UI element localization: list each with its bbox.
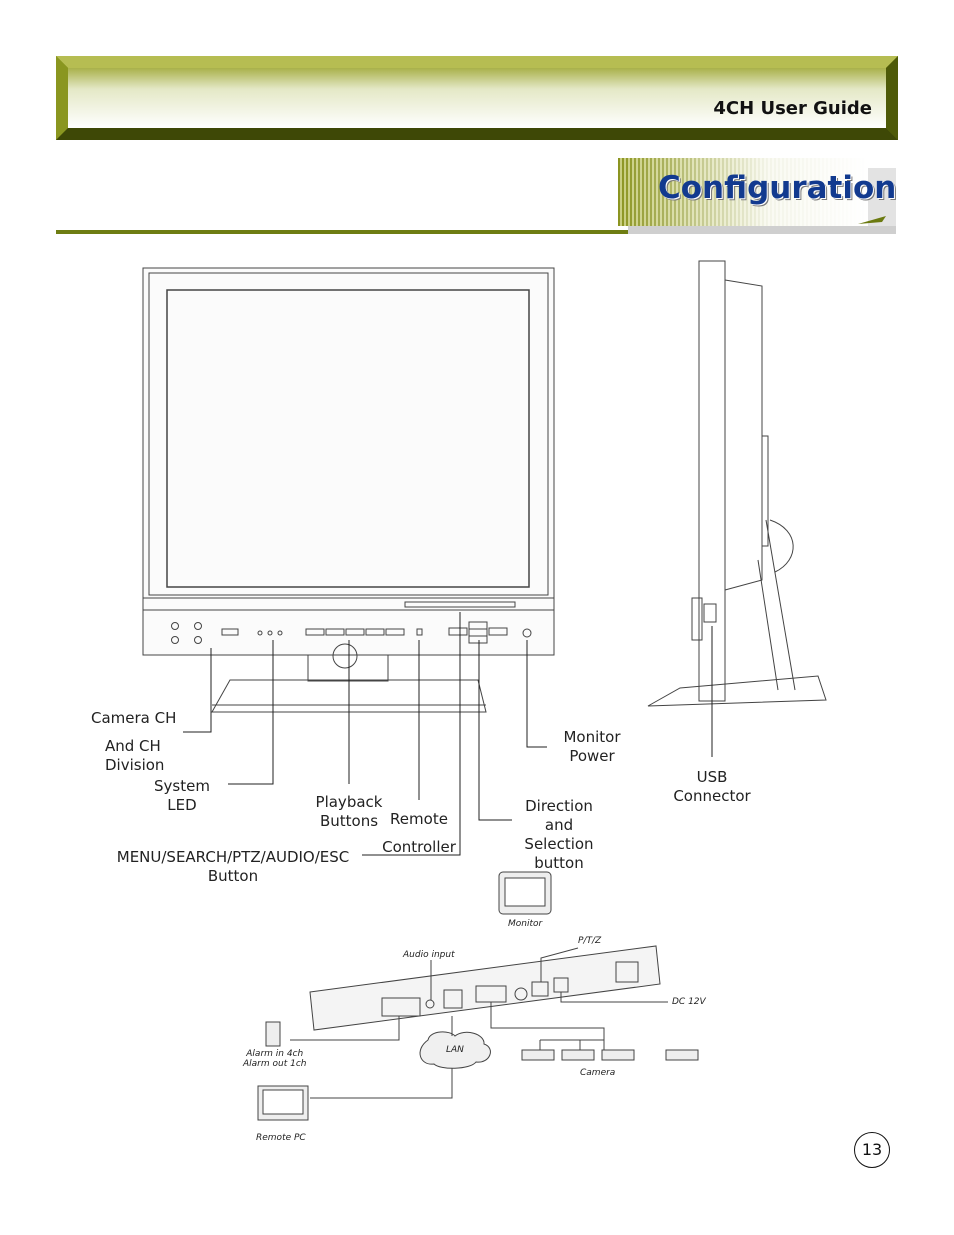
label-ptz: P/T/Z	[578, 936, 602, 946]
side-monitor-drawing	[647, 260, 827, 707]
section-title-bg	[618, 158, 896, 234]
label-remote: Remote	[390, 810, 448, 828]
header-frame	[56, 56, 898, 140]
section-title-badge: Configuration	[618, 158, 898, 236]
front-monitor-drawing	[142, 267, 555, 713]
label-alarm: Alarm in 4ch Alarm out 1ch	[243, 1049, 307, 1069]
label-menu-buttons: MENU/SEARCH/PTZ/AUDIO/ESC Button	[116, 848, 350, 885]
label-system-led: System LED	[154, 777, 210, 814]
label-playback-buttons: Playback Buttons	[315, 793, 383, 830]
label-audio-input: Audio input	[403, 950, 455, 960]
callout-lines	[183, 612, 713, 856]
label-monitor: Monitor	[508, 919, 543, 929]
header-band: 4CH User Guide	[56, 56, 898, 140]
label-remote-pc: Remote PC	[256, 1133, 306, 1143]
section-title: Configuration	[658, 170, 897, 206]
label-dc12v: DC 12V	[672, 997, 706, 1007]
section-rule	[56, 230, 628, 234]
label-direction-selection: Direction and Selection button	[524, 797, 594, 872]
rear-panel-drawing	[257, 871, 699, 1121]
label-controller: Controller	[382, 838, 456, 856]
label-camera: Camera	[580, 1068, 616, 1078]
label-monitor-power: Monitor Power	[563, 728, 621, 765]
label-camera-ch: Camera CH	[91, 709, 177, 727]
page-number: 13	[854, 1132, 890, 1168]
label-lan: LAN	[446, 1045, 464, 1055]
label-and-ch-division: And CH Division	[105, 737, 165, 774]
label-usb-connector: USB Connector	[673, 768, 751, 805]
header-title: 4CH User Guide	[713, 98, 872, 119]
